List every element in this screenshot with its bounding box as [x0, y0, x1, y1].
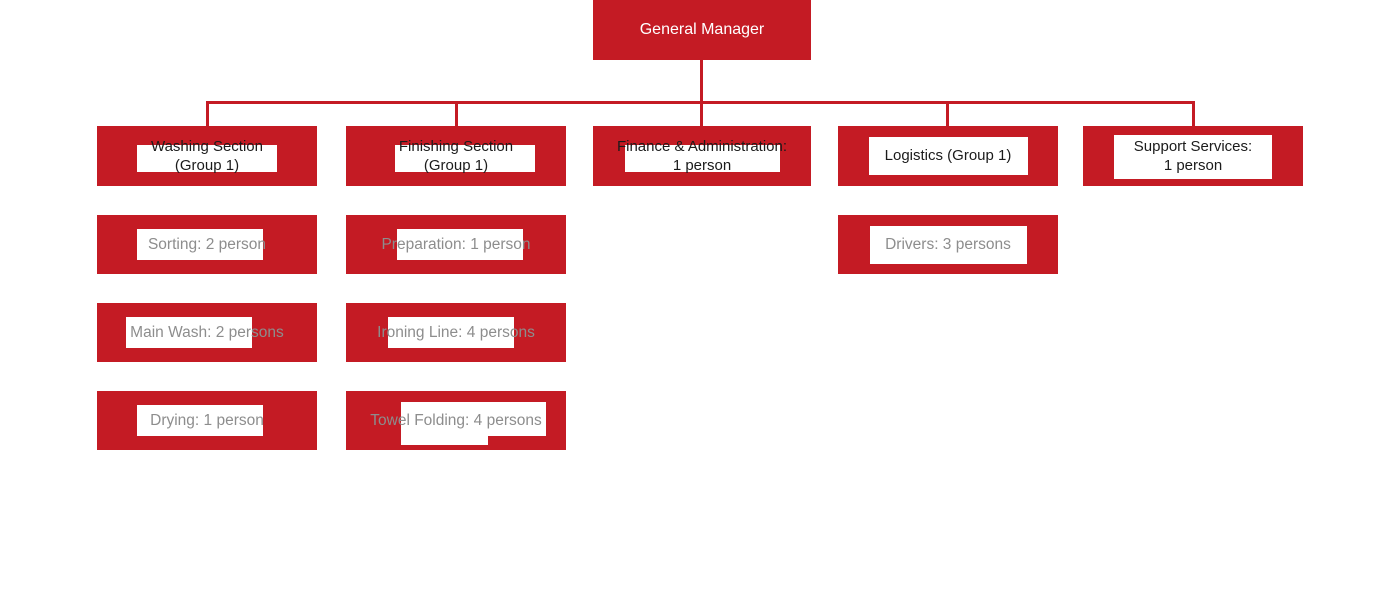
node-finance-administration[interactable]: Finance & Administration: 1 person	[593, 126, 811, 186]
label-plate-washing-section	[137, 145, 277, 172]
label-plate-ironing-line	[388, 317, 514, 348]
node-drying[interactable]: Drying: 1 person	[97, 391, 317, 450]
node-sorting[interactable]: Sorting: 2 person	[97, 215, 317, 274]
label-plate-main-wash	[126, 317, 252, 348]
node-main-wash[interactable]: Main Wash: 2 persons	[97, 303, 317, 362]
node-preparation[interactable]: Preparation: 1 person	[346, 215, 566, 274]
connector-drop-washing	[206, 101, 209, 127]
node-ironing-line[interactable]: Ironing Line: 4 persons	[346, 303, 566, 362]
connector-drop-finance	[700, 101, 703, 127]
node-towel-folding[interactable]: Towel Folding: 4 persons	[346, 391, 566, 450]
node-washing-section[interactable]: Washing Section (Group 1)	[97, 126, 317, 186]
node-drivers[interactable]: Drivers: 3 persons	[838, 215, 1058, 274]
connector-root-stem	[700, 59, 703, 103]
connector-drop-logistics	[946, 101, 949, 127]
label-plate-finishing-section	[395, 145, 535, 172]
node-finishing-section[interactable]: Finishing Section (Group 1)	[346, 126, 566, 186]
node-logistics[interactable]: Logistics (Group 1)	[838, 126, 1058, 186]
label-plate-preparation	[397, 229, 523, 260]
label-plate-sorting	[137, 229, 263, 260]
label-plate-finance-administration	[625, 145, 780, 172]
label-plate-support-services	[1114, 135, 1272, 179]
node-support-services[interactable]: Support Services: 1 person	[1083, 126, 1303, 186]
label-plate-drivers	[870, 226, 1027, 264]
node-label-general-manager: General Manager	[639, 21, 765, 38]
connector-drop-support	[1192, 101, 1195, 127]
connector-drop-finishing	[455, 101, 458, 127]
label-plate-towel-folding-lower	[401, 402, 488, 445]
label-plate-logistics	[869, 137, 1028, 175]
node-general-manager[interactable]: General Manager	[593, 0, 811, 60]
label-plate-drying	[137, 405, 263, 436]
